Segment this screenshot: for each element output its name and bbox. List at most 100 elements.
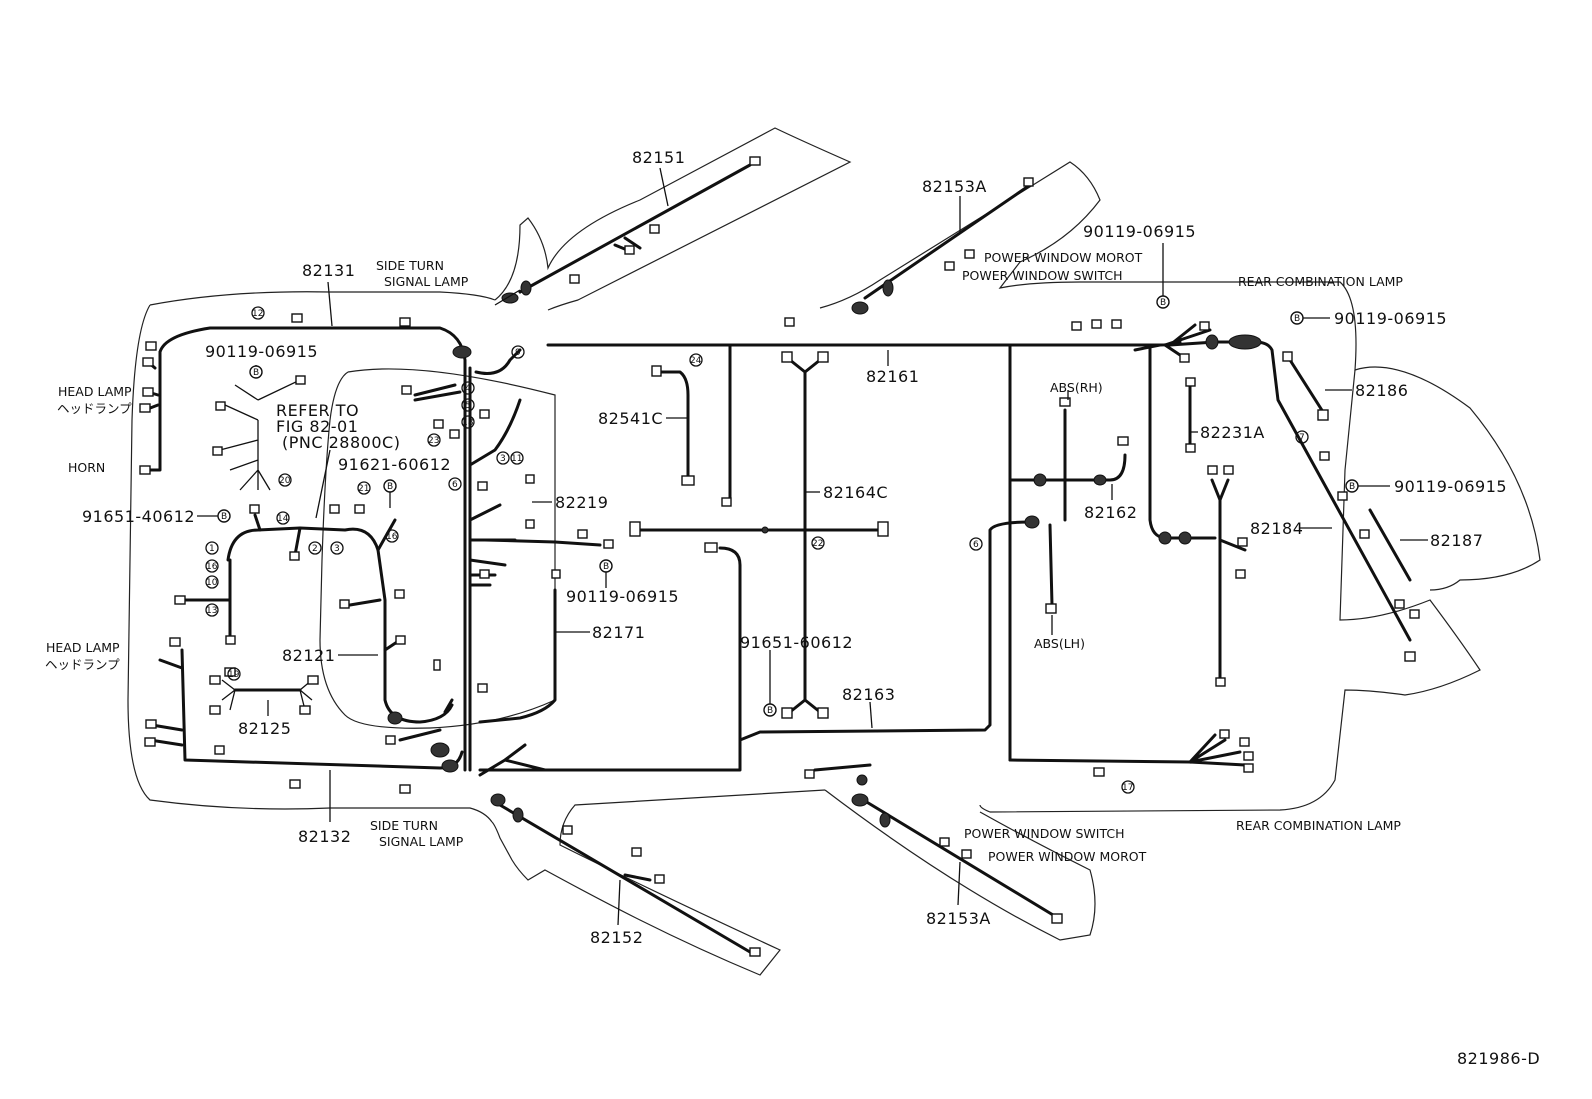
bolt-symbol: B: [1156, 295, 1170, 309]
bolt-label-rear-mid: 90119-06915: [1394, 477, 1507, 496]
svg-text:16: 16: [386, 532, 398, 542]
label-rear-combo-bottom: REAR COMBINATION LAMP: [1236, 818, 1401, 833]
circle-number: 16: [205, 559, 219, 573]
bolt-symbol: B: [599, 559, 613, 573]
label-side-turn-top-2: SIGNAL LAMP: [384, 274, 469, 289]
bolt-label-rear-top: 90119-06915: [1083, 222, 1196, 241]
part-82161: 82161: [866, 367, 919, 386]
circle-number: 6: [969, 537, 983, 551]
circle-number: 2: [308, 541, 322, 555]
label-pw-switch-bottom: POWER WINDOW SWITCH: [964, 826, 1125, 841]
harness-82186: [1288, 358, 1327, 417]
part-82152: 82152: [590, 928, 643, 947]
svg-text:23: 23: [428, 436, 439, 446]
part-82231a: 82231A: [1200, 423, 1265, 442]
bolt-symbol: B: [217, 509, 231, 523]
connectors: [139, 156, 1420, 957]
circle-number: 3: [330, 541, 344, 555]
harness-82187: [1368, 508, 1412, 582]
harness-wires: [143, 163, 1412, 954]
bolt-label-91651-center: 91651-60612: [740, 633, 853, 652]
circle-number: 11: [510, 451, 524, 465]
svg-text:6: 6: [452, 480, 458, 490]
circle-number: 4: [461, 381, 475, 395]
harness-82153a-bottom: [858, 796, 1060, 920]
bolt-part-labels: 90119-06915 90119-06915 90119-06915 9011…: [82, 222, 1507, 652]
part-82121: 82121: [282, 646, 335, 665]
svg-text:B: B: [253, 368, 259, 378]
part-82541c: 82541C: [598, 409, 663, 428]
harness-82163: [478, 520, 1032, 772]
label-head-lamp-top-jp: ヘッドランプ: [57, 401, 132, 416]
part-82171: 82171: [592, 623, 645, 642]
label-pw-switch-top: POWER WINDOW SWITCH: [962, 268, 1123, 283]
svg-text:11: 11: [511, 454, 522, 464]
part-82163: 82163: [842, 685, 895, 704]
svg-text:3: 3: [500, 454, 506, 464]
component-labels: SIDE TURN SIGNAL LAMP SIDE TURN SIGNAL L…: [45, 250, 1540, 1068]
svg-text:20: 20: [279, 476, 291, 486]
harness-82541c: [658, 370, 690, 480]
svg-text:B: B: [1294, 314, 1300, 324]
svg-text:B: B: [221, 512, 227, 522]
svg-text:2: 2: [312, 544, 318, 554]
bolt-label-91621: 91621-60612: [338, 455, 451, 474]
svg-text:3: 3: [334, 544, 340, 554]
circle-number: 6: [448, 477, 462, 491]
circle-number: 17: [1121, 780, 1135, 794]
svg-text:21: 21: [358, 484, 369, 494]
part-82151: 82151: [632, 148, 685, 167]
circle-number: 24: [689, 353, 703, 367]
bolt-symbol: B: [1345, 479, 1359, 493]
label-refer-2: FIG 82-01: [276, 417, 358, 436]
harness-82151: [518, 163, 752, 294]
label-refer-3: (PNC 28800C): [282, 433, 400, 452]
circle-number: 3: [496, 451, 510, 465]
bolt-label-center: 90119-06915: [566, 587, 679, 606]
part-82131: 82131: [302, 261, 355, 280]
harness-82153a-top: [863, 183, 1032, 300]
circle-number: 19: [227, 667, 241, 681]
label-refer-1: REFER TO: [276, 401, 359, 420]
label-head-lamp-top-en: HEAD LAMP: [58, 384, 132, 399]
svg-text:7: 7: [1299, 433, 1305, 443]
svg-text:16: 16: [206, 562, 218, 572]
circle-number: 20: [278, 473, 292, 487]
svg-text:B: B: [603, 562, 609, 572]
svg-text:10: 10: [206, 578, 218, 588]
label-horn: HORN: [68, 460, 105, 475]
circle-number: 14: [276, 511, 290, 525]
part-82153a-bottom: 82153A: [926, 909, 991, 928]
leader-lines: [197, 167, 1428, 926]
svg-text:19: 19: [228, 670, 240, 680]
bolt-symbol: B: [763, 703, 777, 717]
label-head-lamp-bottom-en: HEAD LAMP: [46, 640, 120, 655]
label-pw-motor-top: POWER WINDOW MOROT: [984, 250, 1143, 265]
bolt-symbol: B: [1290, 311, 1304, 325]
circle-number: 1: [205, 541, 219, 555]
circle-number: 21: [357, 481, 371, 495]
bolt-label-front: 90119-06915: [205, 342, 318, 361]
svg-text:B: B: [767, 706, 773, 716]
label-head-lamp-bottom-jp: ヘッドランプ: [45, 657, 120, 672]
bolt-label-rear-right: 90119-06915: [1334, 309, 1447, 328]
figure-id: 821986-D: [1457, 1049, 1540, 1068]
part-82187: 82187: [1430, 531, 1483, 550]
circle-number: 7: [1295, 430, 1309, 444]
svg-text:B: B: [1349, 482, 1355, 492]
svg-text:B: B: [387, 482, 393, 492]
part-82164c: 82164C: [823, 483, 888, 502]
circle-number: 13: [205, 603, 219, 617]
part-82153a-top: 82153A: [922, 177, 987, 196]
bolt-symbol: B: [249, 365, 263, 379]
label-rear-combo-top: REAR COMBINATION LAMP: [1238, 274, 1403, 289]
label-abs-rh: ABS(RH): [1050, 380, 1103, 395]
circle-number: 5: [461, 398, 475, 412]
label-abs-lh: ABS(LH): [1034, 636, 1085, 651]
svg-text:14: 14: [277, 514, 289, 524]
svg-text:9: 9: [515, 348, 521, 358]
harness-82161: [546, 340, 1182, 347]
circle-number: 16: [385, 529, 399, 543]
part-82186: 82186: [1355, 381, 1408, 400]
